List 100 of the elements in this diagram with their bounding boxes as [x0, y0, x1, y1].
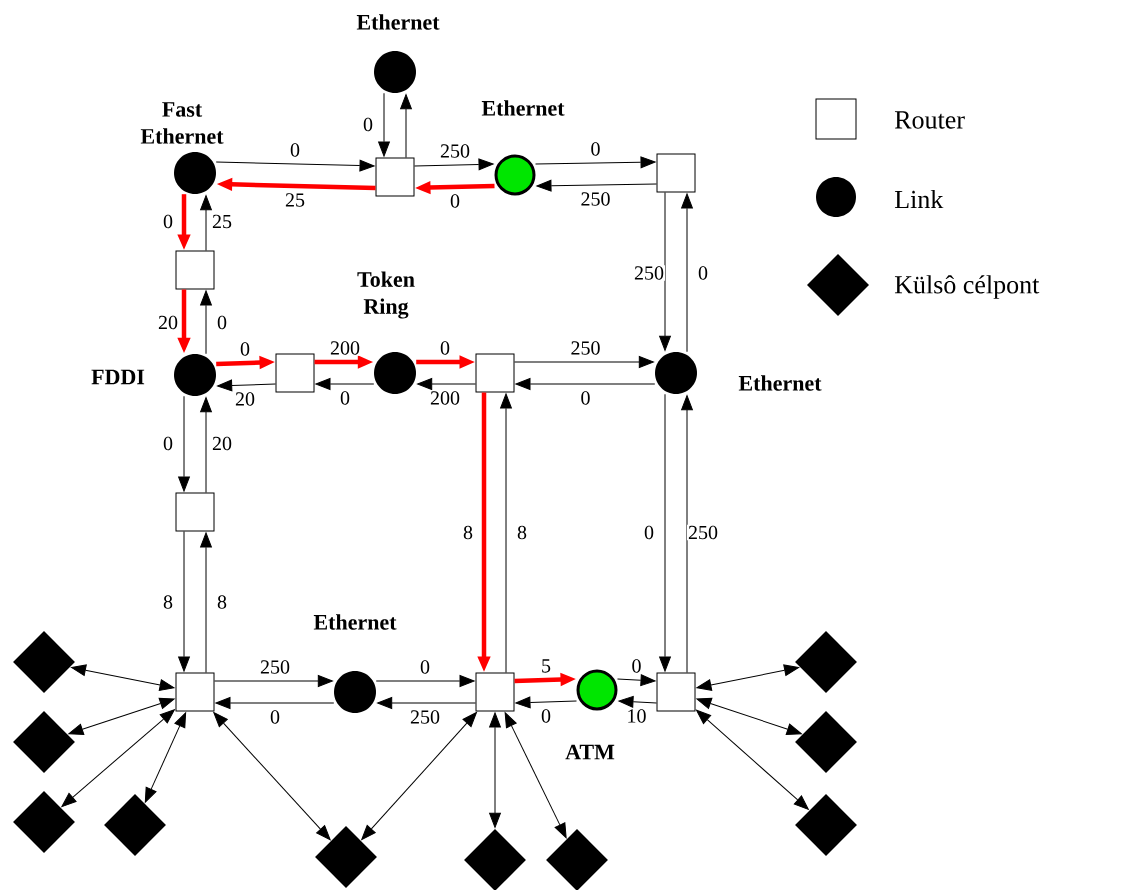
edge-label: 200	[329, 340, 361, 356]
edge-label: 25	[284, 192, 306, 208]
link-circle	[174, 152, 216, 194]
edge-label: 0	[449, 193, 461, 209]
network-label: Fast Ethernet	[140, 102, 224, 144]
network-label: Ethernet	[738, 375, 822, 391]
edge-label: 0	[697, 265, 709, 281]
edge-label: 250	[579, 191, 612, 207]
arrow	[178, 531, 190, 672]
network-label: Token Ring	[357, 271, 415, 319]
edge-label: 8	[462, 524, 474, 541]
arrow	[214, 675, 333, 687]
router-box	[375, 157, 415, 197]
legend-label: Külsô célpont	[894, 275, 1040, 299]
router-box	[175, 672, 215, 712]
router-box	[175, 492, 215, 532]
double-arrow	[144, 712, 187, 803]
edge-label: 250	[409, 709, 441, 725]
edge-label: 0	[589, 141, 602, 157]
edge-label: 5	[540, 658, 552, 674]
link-circle	[174, 354, 216, 396]
double-arrow	[70, 664, 175, 691]
edge-label: 20	[157, 314, 179, 331]
edge-label: 0	[339, 390, 351, 406]
arrow	[178, 395, 190, 492]
double-arrow	[696, 697, 802, 735]
arrow	[659, 192, 671, 351]
edge-label: 0	[362, 116, 374, 133]
link-circle	[655, 352, 697, 394]
arrow	[681, 395, 693, 673]
legend-label: Router	[894, 111, 965, 129]
arrow	[215, 697, 335, 709]
link-circle	[334, 671, 376, 713]
router-box	[475, 353, 515, 393]
arrow	[515, 378, 656, 390]
arrow	[200, 397, 212, 493]
edge-label: 200	[429, 390, 461, 406]
double-arrow	[68, 697, 175, 735]
arrow	[618, 695, 657, 708]
edge-label: 0	[162, 213, 174, 230]
network-label: Ethernet	[481, 100, 565, 116]
edge-label: 0	[419, 659, 431, 675]
edge-label: 8	[516, 524, 528, 541]
double-arrow	[696, 709, 809, 810]
edge-label: 10	[625, 708, 648, 724]
arrow	[417, 378, 476, 390]
network-label: FDDI	[91, 369, 145, 385]
link-circle	[374, 51, 416, 93]
arrow	[536, 179, 657, 192]
edge-label: 0	[630, 658, 643, 674]
edge-label: 250	[633, 265, 665, 281]
router-box	[656, 672, 696, 712]
edge-label: 0	[579, 390, 592, 406]
arrow	[514, 356, 654, 368]
edge-label: 25	[211, 213, 233, 230]
arrow	[414, 158, 494, 171]
network-label: Ethernet	[356, 14, 440, 30]
target-diamond	[546, 829, 608, 890]
arrow	[377, 697, 476, 709]
arrow	[535, 156, 656, 169]
target-diamond	[795, 631, 857, 693]
arrow	[200, 532, 212, 673]
link-circle	[576, 669, 618, 711]
router-box	[656, 153, 696, 193]
double-arrow	[696, 664, 800, 691]
edge-label: 0	[269, 709, 281, 725]
edge-label: 250	[687, 524, 719, 541]
target-diamond	[464, 829, 526, 890]
edge-label: 0	[540, 708, 552, 724]
target-diamond	[795, 794, 857, 856]
edge-label: 0	[439, 340, 451, 356]
edge-label: 8	[216, 594, 228, 610]
arrow	[500, 393, 512, 673]
legend-label: Link	[894, 190, 944, 208]
edge-label: 250	[569, 340, 602, 356]
edge-label: 0	[289, 142, 301, 158]
target-diamond	[795, 711, 857, 773]
arrow	[217, 379, 276, 392]
target-diamond	[13, 711, 75, 773]
edge-label: 0	[162, 435, 174, 452]
double-arrow	[361, 712, 477, 841]
edge-label: 20	[234, 391, 256, 407]
network-label: Ethernet	[313, 614, 397, 630]
arrow	[659, 393, 671, 672]
arrow	[375, 675, 475, 687]
link-circle	[374, 352, 416, 394]
edge-label: 0	[643, 524, 655, 541]
arrow	[315, 378, 375, 390]
edge-label: 250	[259, 659, 291, 675]
target-diamond	[13, 631, 75, 693]
edge-label: 0	[239, 341, 251, 357]
router-box	[475, 672, 515, 712]
double-arrow	[61, 709, 175, 808]
arrow	[617, 674, 656, 687]
network-label: ATM	[565, 744, 615, 760]
edge-label: 8	[162, 594, 174, 610]
target-diamond	[13, 791, 75, 853]
target-diamond	[315, 826, 377, 888]
arrow	[515, 696, 577, 709]
arrow	[215, 159, 375, 172]
